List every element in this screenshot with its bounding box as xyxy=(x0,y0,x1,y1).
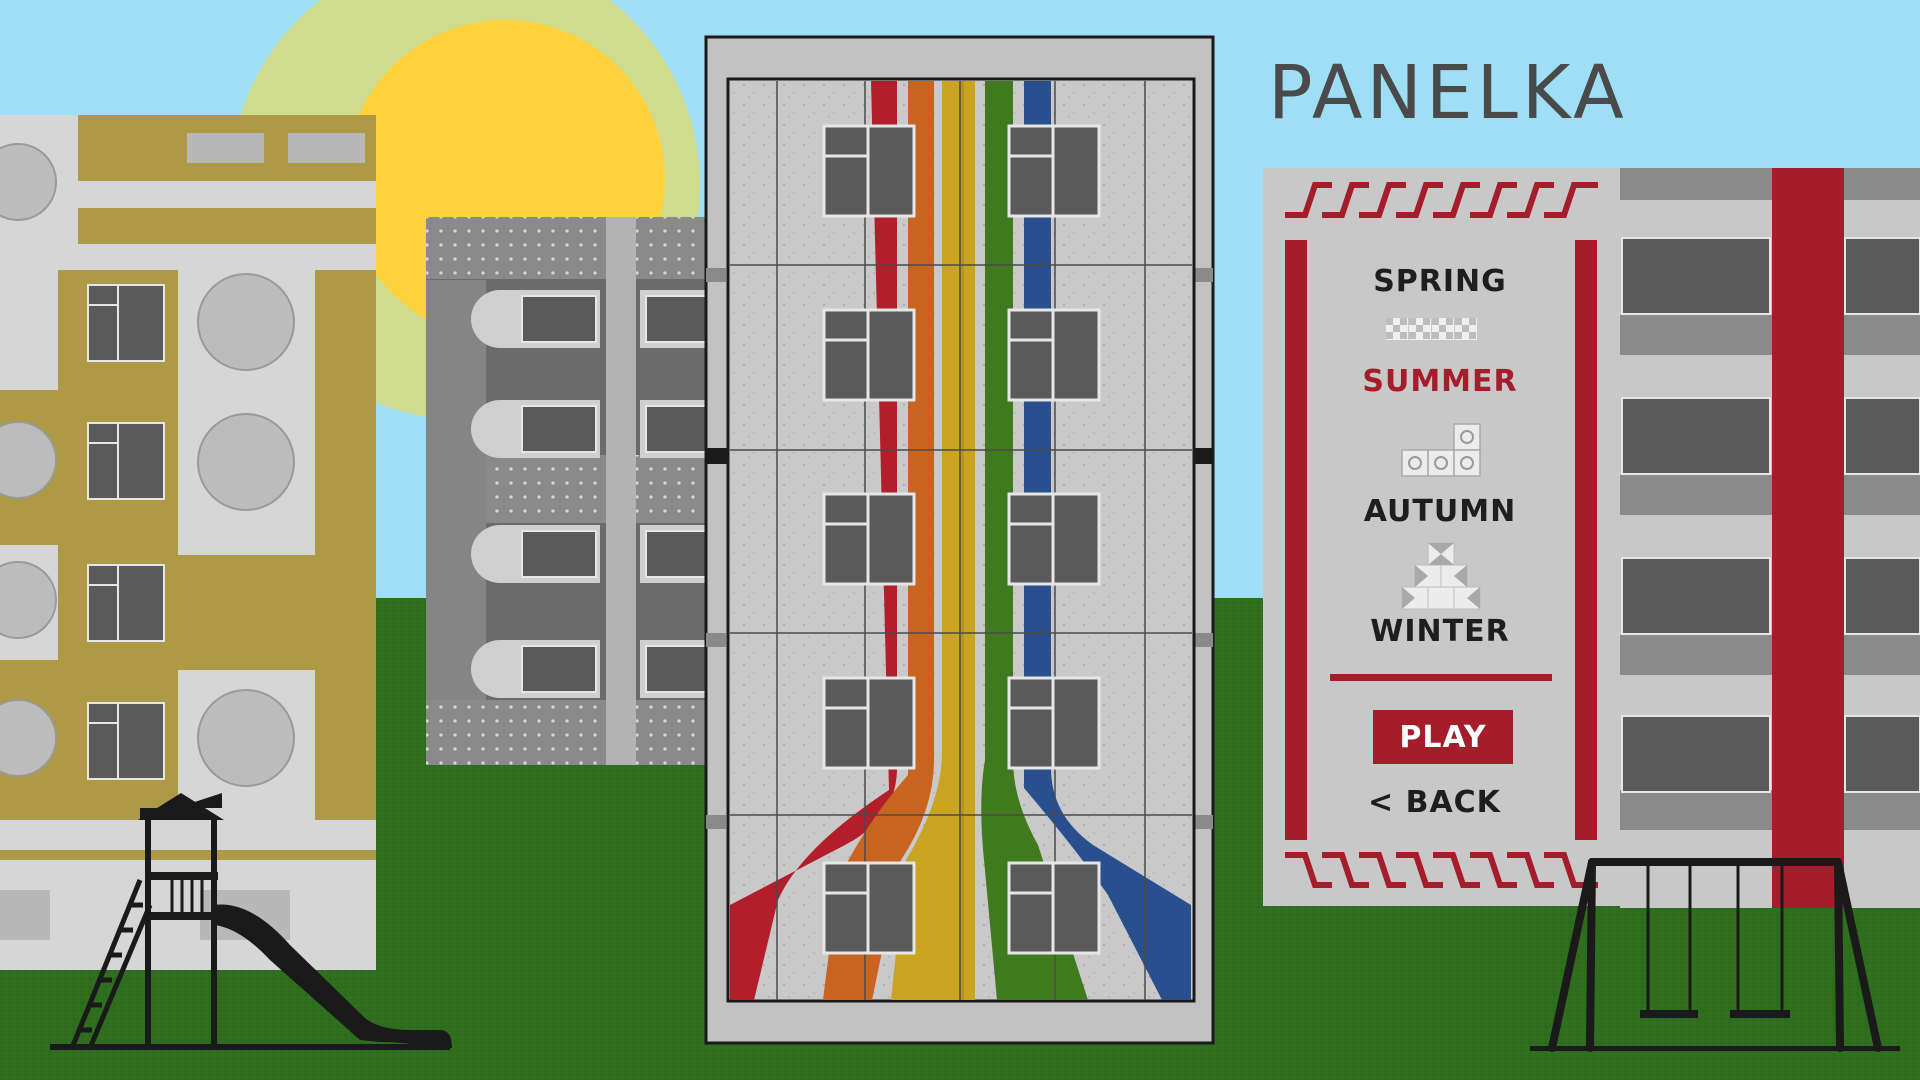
season-spring-option[interactable]: SPRING xyxy=(1373,264,1507,299)
checker-pattern-icon xyxy=(1386,318,1477,340)
back-button[interactable]: < BACK xyxy=(1368,782,1508,822)
swing-set-icon xyxy=(1530,858,1900,1052)
middle-building xyxy=(426,217,716,765)
triangle-blocks-icon xyxy=(1401,542,1481,610)
season-summer-option[interactable]: SUMMER xyxy=(1362,364,1518,399)
circle-blocks-icon xyxy=(1401,423,1481,477)
game-board xyxy=(704,35,1215,1045)
game-title: PANELKA xyxy=(1268,50,1628,136)
right-building xyxy=(1620,168,1920,908)
season-winter-option[interactable]: WINTER xyxy=(1370,614,1510,649)
menu-panel xyxy=(1263,168,1620,906)
play-button[interactable]: PLAY xyxy=(1373,710,1513,764)
season-autumn-option[interactable]: AUTUMN xyxy=(1363,494,1517,529)
slide-icon xyxy=(50,793,452,1050)
left-building xyxy=(0,115,376,970)
